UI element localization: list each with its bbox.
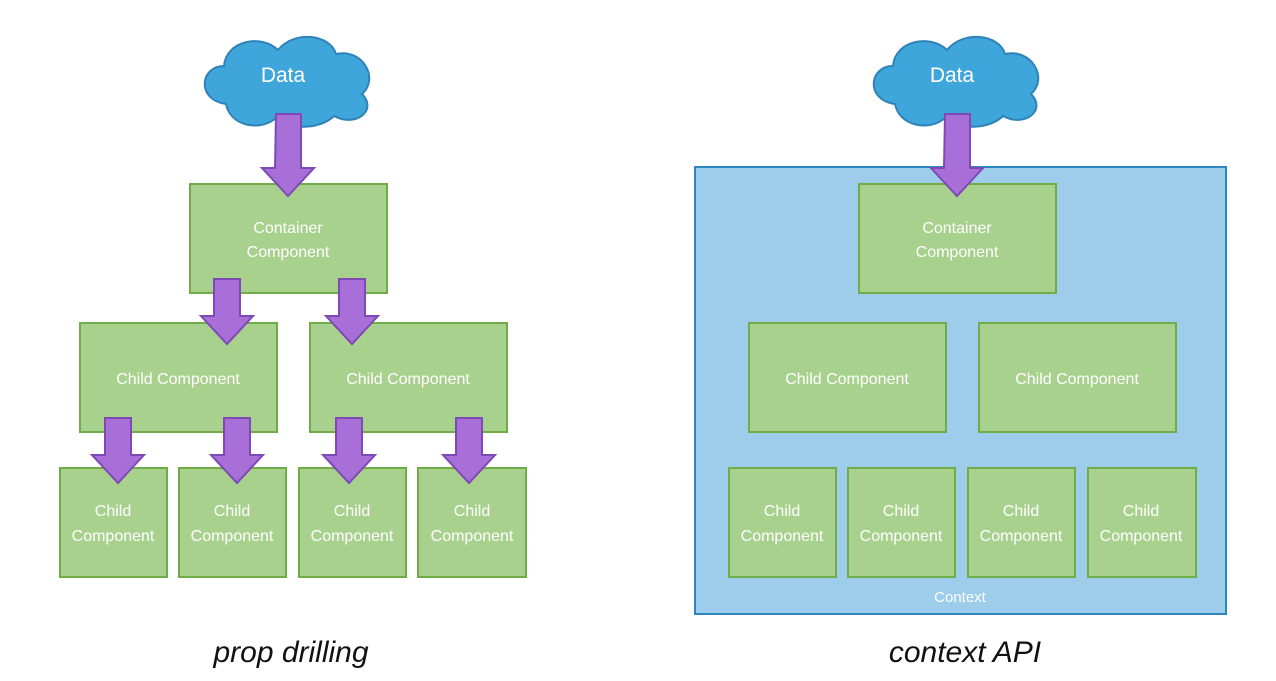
left-container-component: Container Component <box>189 183 388 294</box>
right-child-component-1: Child Component <box>748 322 947 433</box>
grandchild-label-line2: Component <box>311 528 394 545</box>
grandchild-label-line1: Child <box>764 503 800 520</box>
grandchild-label-line1: Child <box>214 503 250 520</box>
cloud-label: Data <box>930 64 975 87</box>
left-grandchild-3: Child Component <box>298 467 407 578</box>
cloud-label: Data <box>261 64 306 87</box>
container-label-line1: Container <box>922 220 992 237</box>
container-label-line1: Container <box>253 220 323 237</box>
right-container-component: Container Component <box>858 183 1057 294</box>
right-grandchild-1: Child Component <box>728 467 837 578</box>
arrow-child-1-to-grandchild-2 <box>208 417 266 485</box>
grandchild-label-line2: Component <box>431 528 514 545</box>
grandchild-label-line2: Component <box>980 528 1063 545</box>
arrow-data-to-container <box>928 113 986 198</box>
caption-prop-drilling: prop drilling <box>212 636 368 669</box>
grandchild-label-line2: Component <box>191 528 274 545</box>
left-child-component-2: Child Component <box>309 322 508 433</box>
child-label: Child Component <box>116 371 240 388</box>
left-child-component-1: Child Component <box>79 322 278 433</box>
grandchild-label-line2: Component <box>860 528 943 545</box>
grandchild-label-line2: Component <box>741 528 824 545</box>
left-panel: Data Container Component Child Component… <box>59 36 527 669</box>
child-label: Child Component <box>785 371 909 388</box>
child-label: Child Component <box>346 371 470 388</box>
caption-context-api: context API <box>889 636 1041 669</box>
right-grandchild-2: Child Component <box>847 467 956 578</box>
container-label-line2: Component <box>247 244 330 261</box>
arrow-child-2-to-grandchild-4 <box>440 417 498 485</box>
left-grandchild-4: Child Component <box>417 467 527 578</box>
grandchild-label-line1: Child <box>95 503 131 520</box>
right-data-cloud: Data <box>872 36 1040 128</box>
arrow-child-1-to-grandchild-1 <box>89 417 147 485</box>
arrow-container-to-child-1 <box>198 278 256 346</box>
right-grandchild-4: Child Component <box>1087 467 1197 578</box>
context-label: Context <box>934 589 987 606</box>
grandchild-label-line1: Child <box>883 503 919 520</box>
arrow-container-to-child-2 <box>323 278 381 346</box>
right-child-component-2: Child Component <box>978 322 1177 433</box>
grandchild-label-line1: Child <box>1003 503 1039 520</box>
grandchild-label-line1: Child <box>334 503 370 520</box>
grandchild-label-line2: Component <box>72 528 155 545</box>
container-label-line2: Component <box>916 244 999 261</box>
left-grandchild-1: Child Component <box>59 467 168 578</box>
arrow-data-to-container <box>259 113 317 198</box>
grandchild-label-line1: Child <box>1123 503 1159 520</box>
left-grandchild-2: Child Component <box>178 467 287 578</box>
grandchild-label-line2: Component <box>1100 528 1183 545</box>
arrow-child-2-to-grandchild-3 <box>320 417 378 485</box>
child-label: Child Component <box>1015 371 1139 388</box>
right-grandchild-3: Child Component <box>967 467 1076 578</box>
grandchild-label-line1: Child <box>454 503 490 520</box>
right-panel: Context Data Container Component Child C… <box>694 36 1227 669</box>
